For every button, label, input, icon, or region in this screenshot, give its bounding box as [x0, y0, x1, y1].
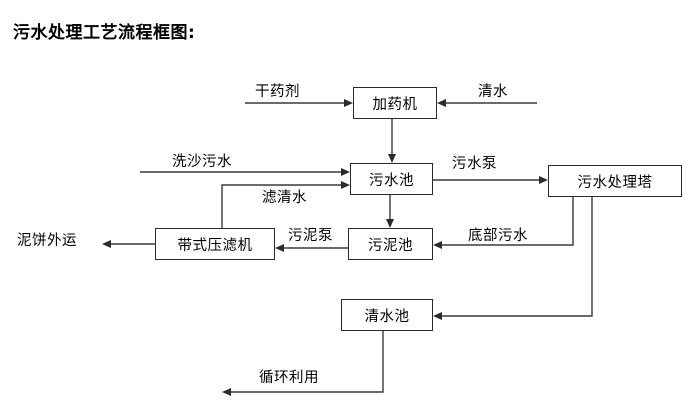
- edge-label-clean-water-in: 清水: [478, 84, 508, 100]
- edge-treatment-tower-to-clean-water-pool: [433, 197, 593, 320]
- edge-label-sand-wash-sewage: 洗沙污水: [172, 154, 232, 170]
- terminal-label-mud-cake-out: 泥饼外运: [17, 233, 77, 249]
- edge-label-recycle-use: 循环利用: [259, 370, 319, 386]
- node-treatment-tower[interactable]: 污水处理塔: [548, 165, 682, 197]
- node-clean-water-pool[interactable]: 清水池: [341, 299, 433, 331]
- node-sludge-pool[interactable]: 污泥池: [348, 228, 433, 260]
- edge-label-sludge-pump: 污泥泵: [288, 228, 333, 244]
- node-label: 加药机: [372, 96, 418, 113]
- node-label: 污水处理塔: [577, 174, 653, 191]
- edge-sludge-pool-to-belt-filter-press: [275, 244, 348, 252]
- edge-label-filtered-water: 滤清水: [262, 190, 307, 206]
- edge-label-sewage-pump: 污水泵: [452, 156, 497, 172]
- node-label: 带式压滤机: [177, 237, 253, 254]
- node-sewage-pool[interactable]: 污水池: [350, 163, 433, 195]
- edge-belt-filter-press-to-sewage-pool: [221, 181, 350, 228]
- page-title: 污水处理工艺流程框图:: [13, 23, 196, 43]
- edge-sand-wash-sewage-to-sewage-pool: [140, 168, 350, 176]
- node-dosing-machine[interactable]: 加药机: [353, 87, 437, 119]
- edge-label-dry-agent: 干药剂: [255, 84, 300, 100]
- edge-dosing-machine-to-sewage-pool: [388, 119, 396, 163]
- edge-dry-agent-to-dosing-machine: [245, 99, 353, 107]
- node-label: 污泥池: [368, 237, 413, 254]
- edge-belt-filter-press-to-mud-cake-out: [102, 240, 155, 248]
- edge-sewage-pool-to-treatment-tower: [433, 176, 548, 184]
- edge-sewage-pool-to-sludge-pool: [386, 195, 394, 228]
- edge-treatment-tower-to-sludge-pool: [433, 197, 574, 249]
- edge-clean-water-to-dosing-machine: [437, 99, 537, 107]
- node-belt-filter-press[interactable]: 带式压滤机: [155, 228, 275, 260]
- edge-label-bottom-sewage: 底部污水: [468, 228, 528, 244]
- node-label: 污水池: [369, 172, 414, 189]
- node-label: 清水池: [364, 308, 410, 325]
- edge-clean-water-pool-to-recycle: [222, 331, 384, 396]
